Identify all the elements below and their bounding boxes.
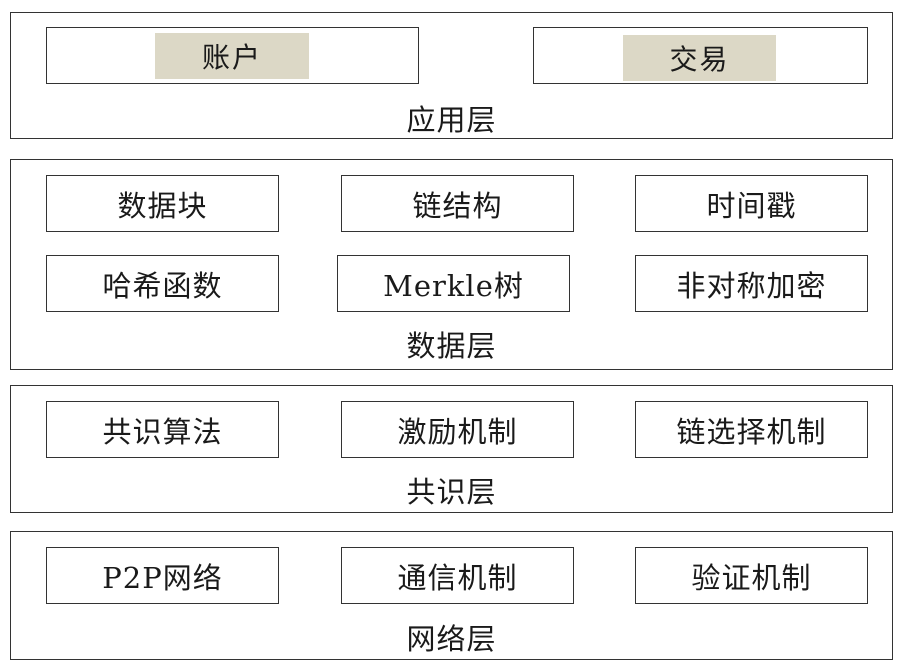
- data-block-box: 数据块: [46, 175, 279, 232]
- application-layer-title: 应用层: [406, 103, 497, 137]
- chain-selection-mechanism-box: 链选择机制: [635, 401, 868, 458]
- data-layer-title: 数据层: [406, 329, 497, 363]
- incentive-mechanism-box: 激励机制: [341, 401, 574, 458]
- hash-function-box: 哈希函数: [46, 255, 279, 312]
- communication-mechanism-box: 通信机制: [341, 547, 574, 604]
- chain-structure-box: 链结构: [341, 175, 574, 232]
- timestamp-box: 时间戳: [635, 175, 868, 232]
- network-layer-title: 网络层: [406, 622, 497, 656]
- verification-mechanism-box: 验证机制: [635, 547, 868, 604]
- account-label: 账户: [155, 33, 309, 79]
- transaction-label: 交易: [623, 35, 776, 81]
- application-layer: 账户 交易 应用层: [10, 12, 893, 139]
- merkle-tree-box: Merkle树: [337, 255, 570, 312]
- consensus-algorithm-box: 共识算法: [46, 401, 279, 458]
- data-layer: 数据块 链结构 时间戳 哈希函数 Merkle树 非对称加密 数据层: [10, 159, 893, 370]
- consensus-layer: 共识算法 激励机制 链选择机制 共识层: [10, 385, 893, 513]
- account-box: 账户: [46, 27, 419, 84]
- consensus-layer-title: 共识层: [406, 475, 497, 509]
- asymmetric-encryption-box: 非对称加密: [635, 255, 868, 312]
- network-layer: P2P网络 通信机制 验证机制 网络层: [10, 531, 893, 660]
- p2p-network-box: P2P网络: [46, 547, 279, 604]
- transaction-box: 交易: [533, 27, 868, 84]
